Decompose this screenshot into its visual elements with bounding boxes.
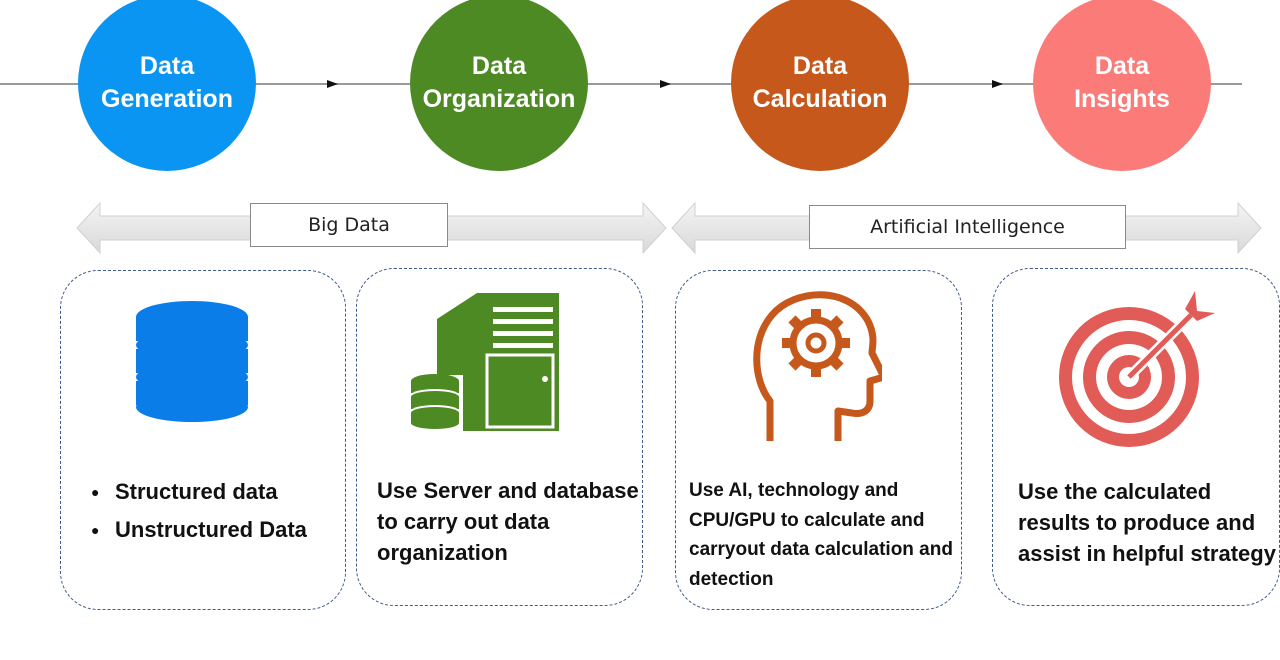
card-data-organization: Use Server and database to carry out dat… [356, 268, 643, 606]
artificial-intelligence-label: Artificial Intelligence [809, 205, 1126, 249]
stage-title-line1: Data [1094, 52, 1150, 80]
stage-title-line1: Data [471, 52, 527, 80]
process-timeline: Data Generation Data Organization Data C… [0, 0, 1280, 180]
bullet-structured-data: Structured data [91, 473, 307, 511]
stage-title-line1: Data [792, 52, 848, 80]
stage-title-line2: Organization [422, 85, 576, 113]
data-type-list: Structured data Unstructured Data [91, 473, 307, 549]
big-data-label: Big Data [250, 203, 448, 247]
stage-data-generation: Data Generation [78, 0, 256, 171]
ai-head-gear-icon [753, 291, 882, 441]
bullet-unstructured-data: Unstructured Data [91, 511, 307, 549]
card-data-calculation: Use AI, technology and CPU/GPU to calcul… [675, 270, 962, 610]
stage-title-line2: Calculation [752, 85, 888, 113]
stage-title-line2: Insights [1074, 85, 1170, 113]
stage-data-calculation: Data Calculation [731, 0, 909, 171]
database-icon [136, 301, 248, 422]
organization-description: Use Server and database to carry out dat… [377, 478, 639, 565]
stage-data-insights: Data Insights [1033, 0, 1211, 171]
server-database-icon [407, 293, 559, 431]
timeline-arrowhead [992, 80, 1003, 88]
timeline-arrowhead [660, 80, 671, 88]
insights-description: Use the calculated results to produce an… [1018, 479, 1276, 566]
stage-title-line1: Data [139, 52, 195, 80]
card-data-generation: Structured data Unstructured Data [60, 270, 346, 610]
card-data-insights: Use the calculated results to produce an… [992, 268, 1280, 606]
stage-title-line2: Generation [101, 85, 233, 113]
stage-data-organization: Data Organization [410, 0, 588, 171]
timeline-arrowhead [327, 80, 338, 88]
calculation-description: Use AI, technology and CPU/GPU to calcul… [689, 480, 953, 590]
target-arrow-icon [1059, 291, 1215, 447]
